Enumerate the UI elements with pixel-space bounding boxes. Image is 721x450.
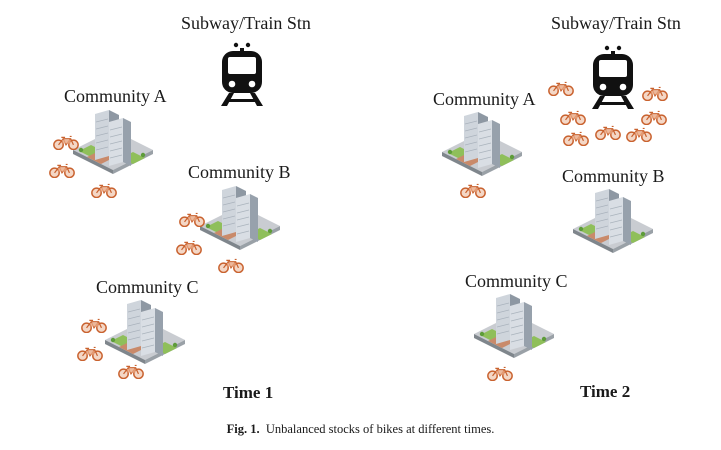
bike-icon xyxy=(562,131,590,146)
bike-icon xyxy=(117,364,145,379)
figure-caption: Fig. 1. Unbalanced stocks of bikes at di… xyxy=(0,423,721,436)
caption-text: Unbalanced stocks of bikes at different … xyxy=(265,422,495,436)
bike-icon xyxy=(459,183,487,198)
building-icon xyxy=(474,294,554,364)
bike-icon xyxy=(640,110,668,125)
bike-icon xyxy=(80,318,108,333)
building-icon xyxy=(200,186,280,256)
train-icon xyxy=(219,42,265,106)
community-a-label-time2: Community A xyxy=(433,89,536,109)
bike-icon xyxy=(559,110,587,125)
figure-number: Fig. 1. xyxy=(226,422,260,436)
time-label-1: Time 1 xyxy=(223,383,274,402)
bike-icon xyxy=(641,86,669,101)
bike-icon xyxy=(625,127,653,142)
community-c-label-time1: Community C xyxy=(96,277,199,297)
time-label-2: Time 2 xyxy=(580,382,631,401)
bike-icon xyxy=(178,212,206,227)
bike-icon xyxy=(175,240,203,255)
bike-icon xyxy=(217,258,245,273)
community-c-label-time2: Community C xyxy=(465,271,568,291)
train-icon xyxy=(590,45,636,109)
building-icon xyxy=(573,189,653,259)
bike-icon xyxy=(90,183,118,198)
bike-icon xyxy=(547,81,575,96)
bike-icon xyxy=(48,163,76,178)
bike-icon xyxy=(76,346,104,361)
building-icon xyxy=(105,300,185,370)
community-b-label-time1: Community B xyxy=(188,162,291,182)
building-icon xyxy=(442,112,522,182)
bike-icon xyxy=(52,135,80,150)
station-label-time1: Subway/Train Stn xyxy=(181,13,311,33)
building-icon xyxy=(73,110,153,180)
community-b-label-time2: Community B xyxy=(562,166,665,186)
bike-icon xyxy=(486,366,514,381)
community-a-label-time1: Community A xyxy=(64,86,167,106)
station-label-time2: Subway/Train Stn xyxy=(551,13,681,33)
bike-icon xyxy=(594,125,622,140)
